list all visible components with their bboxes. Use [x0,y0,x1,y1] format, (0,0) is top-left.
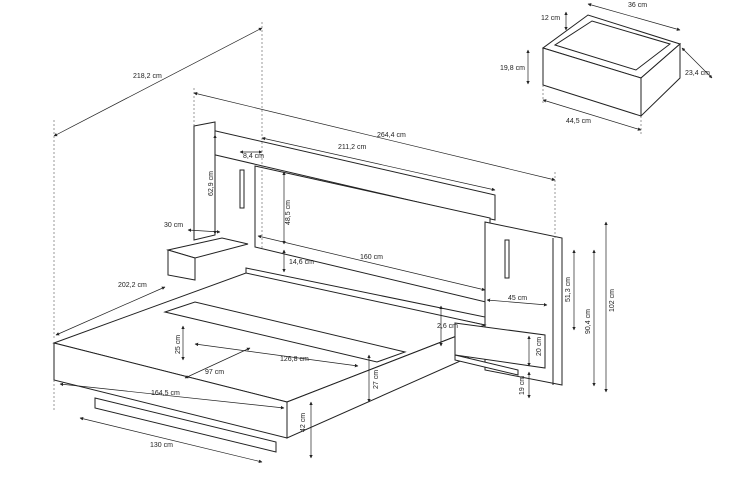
label-base-width: 130 cm [150,442,173,449]
label-slat-span: 97 cm [205,369,224,376]
left-light-strip [239,169,245,209]
label-slat-length: 126,8 cm [280,356,309,363]
label-headboard-height: 62,9 cm [208,171,215,196]
label-side-length: 202,2 cm [118,282,147,289]
label-side-height: 27 cm [373,370,380,389]
label-headboard-inner: 211,2 cm [338,144,366,151]
label-mattress-width: 160 cm [360,254,383,261]
label-drawer-height: 19,8 cm [500,65,525,72]
dimension-lines [53,22,608,463]
label-headboard-offset: 8,4 cm [243,153,264,160]
left-nightshelf-front [167,249,196,281]
right-nightstand-top [454,322,546,369]
label-nightstand-clearance: 19 cm [519,376,526,395]
label-drawer-depth: 23,4 cm [685,70,710,77]
label-drawer-width: 36 cm [628,2,647,9]
label-shelf-depth: 30 cm [164,222,183,229]
drawer-inner [553,20,672,71]
label-drawer-front: 44,5 cm [566,118,591,125]
label-nightstand-height: 20 cm [536,337,543,356]
drawer-illustration [526,3,713,134]
label-nightstand-width: 45 cm [508,295,527,302]
label-shelf-gap: 14,6 cm [289,259,314,266]
right-light-strip [504,239,510,279]
label-leg-height: 42 cm [300,413,307,432]
label-total-height: 102 cm [609,289,616,312]
dimension-labels: 36 cm 12 cm 19,8 cm 23,4 cm 44,5 cm 218,… [118,2,710,449]
label-side-panel-height: 90,4 cm [585,309,592,334]
label-drawer-side: 12 cm [541,15,560,22]
label-frame-width: 164,5 cm [151,390,180,397]
label-side-panel-upper: 51,3 cm [565,277,572,302]
right-nightstand-lip [454,354,519,376]
label-headboard-width: 264,4 cm [377,132,406,139]
label-slat-thickness: 2,6 cm [437,323,458,330]
label-rail-height: 25 cm [175,335,182,354]
label-overall-length: 218,2 cm [133,73,162,80]
label-panel-height: 48,5 cm [285,200,292,225]
